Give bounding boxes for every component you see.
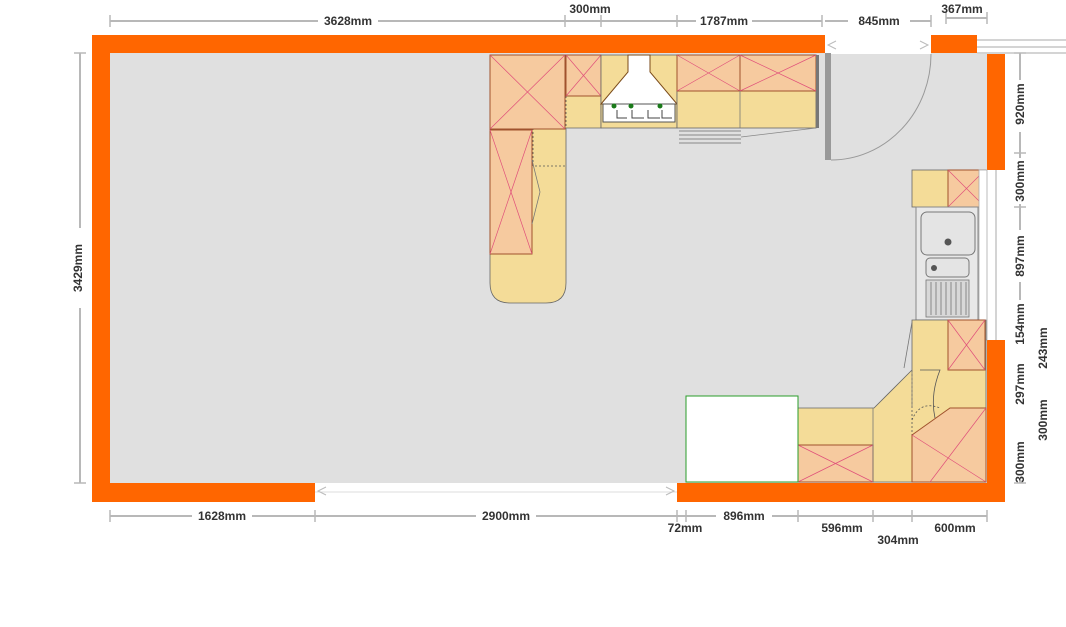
bottom-arrow-right xyxy=(665,486,676,496)
drainer-ribs xyxy=(930,282,967,315)
label-bg-right-3 xyxy=(1012,230,1028,282)
sink-bowl-small xyxy=(925,257,970,278)
sink-bowl-main xyxy=(920,211,976,256)
sink[interactable] xyxy=(915,206,979,321)
door-arrow-right xyxy=(919,40,930,50)
bottom-right-cabinets[interactable] xyxy=(797,319,987,483)
dim-bottom-304: 304mm xyxy=(877,533,918,547)
dimensions-top: 3628mm 300mm 1787mm 845mm 367mm xyxy=(109,2,988,29)
appliance-space[interactable] xyxy=(685,395,799,483)
bottom-opening[interactable] xyxy=(315,483,677,502)
window-opening xyxy=(977,35,1005,54)
dim-top-hood: 300mm xyxy=(569,2,610,16)
dim-bottom-72: 72mm xyxy=(668,521,703,535)
label-bg-right-1 xyxy=(1012,80,1028,132)
dim-top-door: 845mm xyxy=(858,14,899,28)
right-side-panel xyxy=(978,169,988,341)
label-bg-bottom-2 xyxy=(476,508,536,524)
label-bg-bottom-3 xyxy=(716,508,772,524)
drawer-lines xyxy=(679,130,741,144)
dim-right-300c: 300mm xyxy=(1013,441,1027,482)
entrance-door[interactable] xyxy=(825,35,932,161)
br-bottom-unit-cross xyxy=(797,444,874,483)
br-door-line xyxy=(903,321,913,369)
l-worktop-edge xyxy=(532,128,566,167)
label-bg-top-left xyxy=(318,13,378,29)
dim-right-154: 154mm xyxy=(1013,303,1027,344)
right-window[interactable] xyxy=(987,170,1005,340)
sink-drain-small xyxy=(931,265,937,271)
top-right-cabinets[interactable] xyxy=(676,54,819,144)
br-corner-curve xyxy=(920,369,941,419)
dim-bottom-896: 896mm xyxy=(723,509,764,523)
bottom-arrow-left xyxy=(316,486,327,496)
br-corner-unit xyxy=(911,407,987,483)
top-unit-small-cross xyxy=(565,54,602,97)
cooker-hood[interactable] xyxy=(599,54,679,129)
hob-knobs xyxy=(616,110,672,119)
top-right-door-line xyxy=(740,127,817,138)
dim-top-left: 3628mm xyxy=(324,14,372,28)
dim-bottom-596: 596mm xyxy=(821,521,862,535)
dim-bottom-left: 1628mm xyxy=(198,509,246,523)
hob-burner-3 xyxy=(657,103,663,109)
right-cabinets[interactable] xyxy=(911,169,988,341)
left-unit-door-line xyxy=(531,159,541,193)
dim-right-243: 243mm xyxy=(1036,327,1050,368)
hob-burner-1 xyxy=(611,103,617,109)
dimensions-left: 3429mm xyxy=(71,52,86,484)
top-left-cabinets[interactable] xyxy=(489,54,602,304)
label-bg-right-2 xyxy=(1012,158,1028,204)
br-corner-unit-cross xyxy=(911,407,987,483)
dim-right-297: 297mm xyxy=(1013,363,1027,404)
dimensions-right: 920mm 300mm 897mm 154mm 243mm 297mm 300m… xyxy=(1012,52,1050,484)
label-bg-door xyxy=(848,13,910,29)
dim-right-sink: 897mm xyxy=(1013,235,1027,276)
dim-bottom-600: 600mm xyxy=(934,521,975,535)
sink-drainer xyxy=(925,279,970,318)
top-right-unit-1-cross xyxy=(676,54,741,92)
corner-unit-cross xyxy=(489,54,566,130)
door-arrow-left xyxy=(826,40,837,50)
top-right-unit-2-cross xyxy=(739,54,817,92)
sink-drain-main xyxy=(944,238,952,246)
dim-bottom-opening: 2900mm xyxy=(482,509,530,523)
end-panel xyxy=(816,55,819,128)
dim-right-300b: 300mm xyxy=(1036,399,1050,440)
dim-top-window: 367mm xyxy=(941,2,982,16)
label-bg-right-4 xyxy=(1012,300,1028,480)
dim-top-right-run: 1787mm xyxy=(700,14,748,28)
hob-burner-2 xyxy=(628,103,634,109)
dimensions-bottom: 1628mm 2900mm 72mm 896mm 596mm 304mm 600… xyxy=(109,508,988,547)
dim-right-top: 920mm xyxy=(1013,83,1027,124)
left-unit-door-line-2 xyxy=(531,191,541,225)
br-right-unit-cross xyxy=(947,319,986,371)
label-bg-bottom-1 xyxy=(192,508,252,524)
dim-right-300a: 300mm xyxy=(1013,160,1027,201)
left-tall-unit-cross xyxy=(489,129,533,255)
top-window[interactable] xyxy=(977,35,1066,54)
door-opening xyxy=(825,35,931,54)
door-swing-arc xyxy=(830,53,932,161)
label-bg-top-right xyxy=(696,13,752,29)
dim-left-height: 3429mm xyxy=(71,244,85,292)
door-leaf xyxy=(825,53,831,160)
